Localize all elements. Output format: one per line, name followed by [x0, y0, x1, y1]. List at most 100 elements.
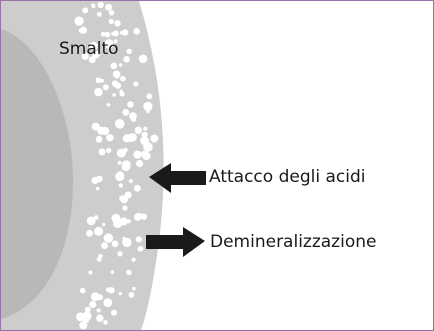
mineral-dot — [146, 93, 153, 100]
mineral-dot — [133, 184, 141, 192]
mineral-dot — [128, 179, 133, 184]
mineral-dot — [118, 291, 123, 296]
mineral-dot — [119, 217, 128, 226]
mineral-dot — [97, 228, 102, 233]
mineral-dot — [104, 31, 111, 38]
mineral-dot — [119, 30, 124, 35]
mineral-dot — [97, 1, 104, 9]
mineral-dot — [146, 109, 150, 114]
mineral-dot — [110, 270, 115, 274]
mineral-dot — [135, 236, 142, 243]
acid-attack-label: Attacco degli acidi — [209, 167, 366, 187]
mineral-dot — [114, 20, 121, 27]
mineral-dot — [82, 311, 92, 321]
mineral-dot — [123, 56, 130, 63]
mineral-dot — [134, 213, 142, 221]
mineral-dot — [115, 171, 125, 182]
mineral-dot — [94, 87, 103, 97]
mineral-dot — [103, 298, 113, 308]
mineral-dot — [128, 292, 135, 298]
mineral-dot — [103, 320, 108, 325]
mineral-dot — [81, 52, 89, 60]
acid-attack-arrow-icon — [149, 163, 206, 193]
mineral-dot — [117, 160, 122, 165]
mineral-dot — [122, 205, 128, 211]
mineral-dot — [110, 62, 118, 70]
mineral-dot — [92, 50, 100, 59]
mineral-dot — [86, 229, 93, 237]
mineral-dot — [86, 216, 96, 226]
mineral-dot — [111, 309, 117, 316]
mineral-dot — [106, 147, 112, 154]
mineral-dot — [101, 242, 108, 250]
mineral-dot — [122, 236, 126, 241]
mineral-dot — [119, 91, 125, 97]
mineral-dot — [133, 28, 140, 35]
mineral-dot — [106, 134, 114, 142]
mineral-dot — [126, 48, 132, 54]
mineral-dot — [99, 78, 104, 83]
mineral-dot — [108, 10, 115, 16]
mineral-dot — [136, 159, 144, 168]
mineral-dot — [137, 245, 144, 252]
mineral-dot — [114, 119, 125, 129]
mineral-dot — [111, 240, 119, 248]
mineral-dot — [143, 101, 153, 112]
mineral-dot — [93, 215, 99, 220]
mineral-dot — [150, 134, 159, 143]
mineral-dot — [96, 11, 102, 17]
mineral-dot — [102, 84, 109, 91]
mineral-dot — [98, 254, 103, 259]
mineral-dot — [97, 126, 106, 135]
mineral-dot — [114, 82, 122, 89]
mineral-dot — [143, 142, 153, 152]
mineral-dot — [78, 28, 84, 33]
mineral-dot — [113, 39, 118, 44]
dentin-region — [1, 29, 73, 319]
mineral-dot — [122, 134, 131, 143]
mineral-dot — [143, 126, 148, 131]
mineral-dot — [84, 306, 91, 313]
mineral-dot — [74, 16, 84, 26]
mineral-dot — [91, 176, 99, 185]
mineral-dot — [100, 31, 106, 37]
mineral-dot — [102, 222, 106, 227]
mineral-dot — [138, 54, 148, 64]
mineral-dot — [82, 7, 89, 14]
mineral-dot — [122, 109, 130, 116]
mineral-dot — [114, 215, 119, 220]
mineral-dot — [131, 257, 136, 262]
mineral-dot — [90, 292, 100, 302]
mineral-dot — [96, 186, 100, 191]
mineral-dot — [115, 75, 119, 79]
mineral-dot — [88, 56, 96, 64]
mineral-dot — [122, 161, 130, 169]
mineral-dot — [118, 183, 124, 188]
mineral-dot — [96, 308, 101, 313]
mineral-dot — [91, 4, 96, 9]
mineral-dot — [127, 101, 134, 108]
mineral-dot — [140, 150, 147, 158]
demineralization-arrow-icon — [146, 227, 205, 257]
mineral-dot — [133, 81, 139, 87]
mineral-dot — [122, 29, 129, 36]
mineral-dot — [141, 131, 148, 138]
mineral-dot — [132, 286, 136, 291]
mineral-dot — [119, 195, 125, 202]
enamel-label: Smalto — [59, 39, 119, 59]
mineral-dot — [126, 269, 132, 275]
mineral-dot — [95, 135, 103, 143]
mineral-dot — [88, 270, 93, 275]
mineral-dot — [119, 63, 123, 67]
mineral-dot — [106, 103, 111, 107]
mineral-dot — [108, 18, 114, 25]
mineral-dots — [74, 1, 159, 330]
mineral-dot — [134, 126, 143, 134]
mineral-dot — [96, 314, 104, 322]
mineral-dot — [100, 151, 105, 156]
mineral-dot — [105, 3, 113, 11]
mineral-dot — [89, 41, 98, 51]
mineral-dot — [117, 251, 123, 257]
